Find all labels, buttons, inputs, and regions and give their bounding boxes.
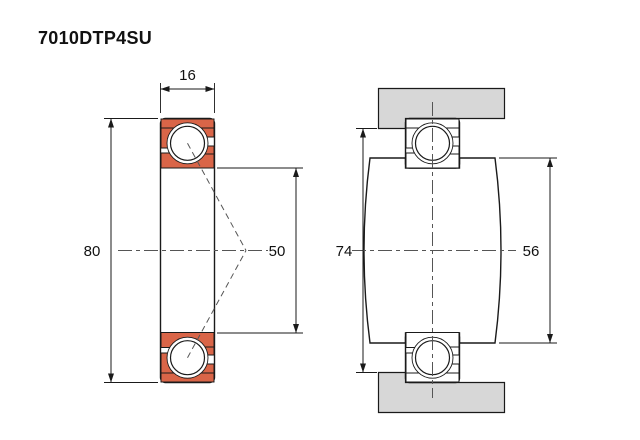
dimension-bore-50: 50 [217, 167, 303, 334]
mounted-bearing-top [404, 117, 461, 169]
arrowhead-right [205, 86, 215, 92]
dim-label-shaft: 56 [523, 243, 540, 260]
dimension-od-80: 80 [84, 118, 158, 383]
arrowhead-up [108, 118, 114, 128]
arrowhead-up [360, 128, 366, 138]
bearing-mounted-view: 74 56 [336, 87, 557, 414]
contact-angle-line-bottom [187, 250, 247, 358]
dim-label-housing: 74 [336, 243, 353, 260]
arrowhead-down [360, 363, 366, 373]
arrowhead-up [293, 168, 299, 177]
arrowhead-down [293, 324, 299, 333]
dimension-housing-74: 74 [336, 128, 377, 373]
dim-label-od: 80 [84, 243, 101, 260]
bearing-section-view: 16 80 50 [84, 67, 303, 384]
dim-label-bore: 50 [269, 243, 286, 260]
dim-label-width: 16 [179, 67, 196, 84]
arrowhead-left [160, 86, 170, 92]
dimension-width-16: 16 [160, 67, 215, 113]
contact-angle-line-top [187, 143, 247, 251]
dimension-shaft-56: 56 [499, 157, 557, 344]
arrowhead-down [547, 334, 553, 343]
page-title: 7010DTP4SU [38, 28, 153, 48]
arrowhead-up [547, 158, 553, 167]
arrowhead-down [108, 373, 114, 383]
